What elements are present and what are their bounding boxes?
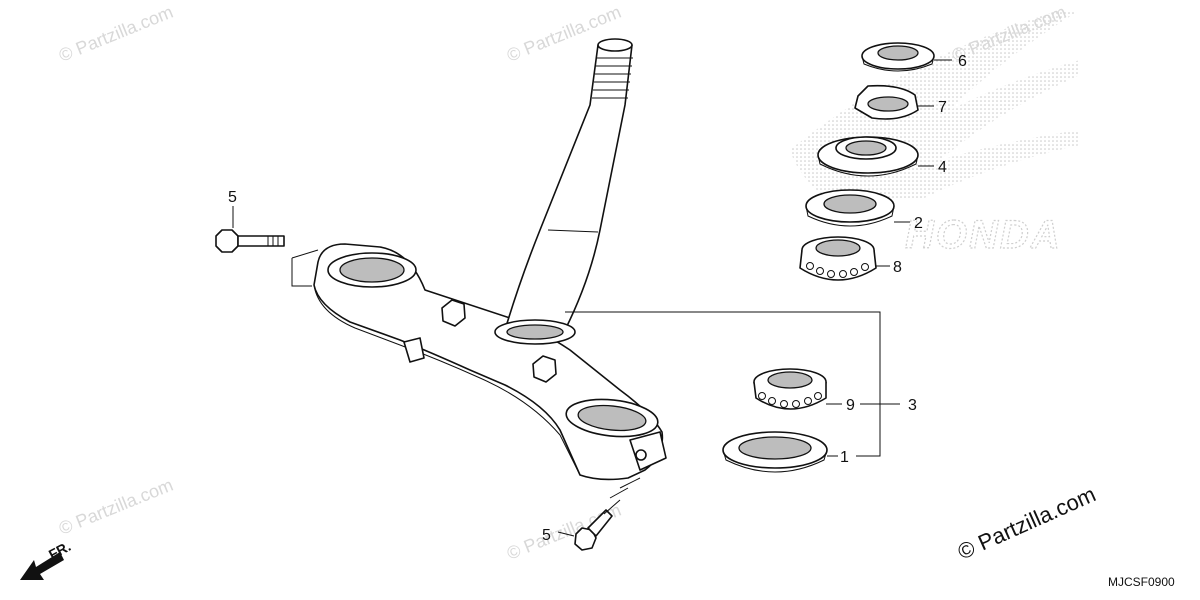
bolt-upper-leader [291, 249, 319, 287]
callout-labels: 6 7 4 2 8 9 3 1 5 5 [228, 53, 967, 544]
callout-6: 6 [958, 53, 967, 70]
callout-1: 1 [840, 449, 849, 466]
callout-9: 9 [846, 397, 855, 414]
part-lower-dust-seal [722, 431, 828, 473]
diagram-code: MJCSF0900 [1108, 575, 1175, 589]
steering-stem-bottom-bridge [313, 38, 667, 481]
front-arrow-icon [20, 552, 64, 580]
bolt-lower [574, 509, 613, 551]
callout-4: 4 [938, 159, 947, 176]
leader-lines [232, 59, 952, 537]
callout-2: 2 [914, 215, 923, 232]
callout-8: 8 [893, 259, 902, 276]
honda-brand-watermark: HONDA [905, 213, 1062, 257]
callout-5-lower: 5 [542, 527, 551, 544]
part-lock-washer [854, 84, 919, 120]
front-direction-marker: FR. [20, 538, 73, 580]
stem-threads [592, 57, 633, 99]
part-adjusting-nut [817, 136, 919, 177]
callout-3: 3 [908, 397, 917, 414]
part-dust-seal [805, 189, 895, 227]
partzilla-credit: © Partzilla.com [954, 481, 1100, 564]
watermark-text: © Partzilla.com [56, 475, 176, 539]
watermark-text: © Partzilla.com [56, 2, 176, 66]
callout-5-upper: 5 [228, 189, 237, 206]
part-lock-nut [861, 42, 935, 72]
bolt-upper [215, 229, 285, 253]
callout-7: 7 [938, 99, 947, 116]
part-upper-bearing [799, 236, 877, 281]
bolt-lower-leader [603, 477, 641, 515]
part-lower-bearing [753, 368, 827, 410]
